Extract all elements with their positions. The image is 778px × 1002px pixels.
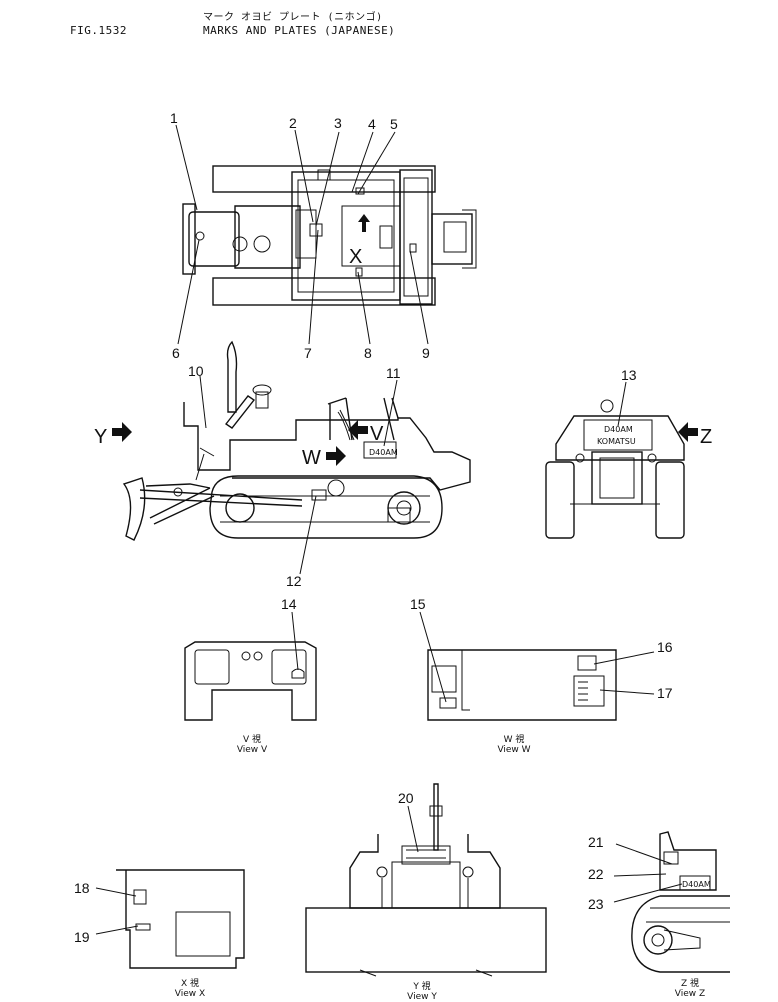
figure-title-japanese: マーク オヨビ プレート (ニホンゴ) bbox=[203, 12, 383, 23]
view-v-marker: V bbox=[370, 423, 384, 445]
callout-15: 15 bbox=[410, 596, 426, 612]
callout-23: 23 bbox=[588, 896, 604, 912]
view-y-drawing bbox=[305, 783, 547, 977]
side-view-drawing: D40AM bbox=[122, 340, 471, 541]
leader-18 bbox=[95, 887, 137, 897]
side-view-leaders bbox=[199, 375, 398, 575]
leader-16 bbox=[593, 651, 655, 665]
figure-title: MARKS AND PLATES (JAPANESE) bbox=[203, 24, 396, 37]
callout-10: 10 bbox=[188, 363, 204, 379]
leader-15 bbox=[419, 611, 447, 703]
view-v-caption: V 視 View V bbox=[222, 735, 282, 755]
callout-18: 18 bbox=[74, 880, 90, 896]
view-y-arrow bbox=[112, 422, 132, 442]
callout-22: 22 bbox=[588, 866, 604, 882]
top-view-leaders bbox=[175, 124, 429, 345]
callout-16: 16 bbox=[657, 639, 673, 655]
callout-11: 11 bbox=[386, 365, 401, 381]
view-w-caption-jp: W 視 bbox=[503, 735, 525, 745]
leader-17 bbox=[599, 689, 655, 695]
view-y-marker: Y bbox=[94, 426, 107, 448]
leader-14 bbox=[291, 611, 299, 671]
callout-21: 21 bbox=[588, 834, 604, 850]
callout-4: 4 bbox=[368, 116, 376, 132]
view-z-caption-jp: Z 視 bbox=[680, 979, 700, 989]
view-z-marker: Z bbox=[700, 426, 712, 448]
view-z-plate-model: D40AM bbox=[682, 880, 711, 889]
view-z-caption: Z 視 View Z bbox=[660, 979, 720, 999]
view-y-caption-jp: Y 視 bbox=[413, 982, 431, 992]
callout-13: 13 bbox=[621, 367, 637, 383]
view-v-caption-jp: V 視 bbox=[242, 735, 262, 745]
leader-19 bbox=[95, 925, 139, 935]
front-view-drawing bbox=[545, 399, 685, 539]
callout-12: 12 bbox=[286, 573, 302, 589]
callout-17: 17 bbox=[657, 685, 673, 701]
view-z-caption-en: View Z bbox=[674, 989, 706, 999]
view-w-drawing bbox=[427, 649, 617, 721]
callout-19: 19 bbox=[74, 929, 90, 945]
top-view-drawing bbox=[182, 165, 477, 306]
view-w-marker: W bbox=[302, 447, 321, 469]
view-w-arrow bbox=[326, 446, 346, 466]
view-y-caption: Y 視 View Y bbox=[392, 982, 452, 1002]
view-x-caption-en: View X bbox=[174, 989, 206, 999]
callout-9: 9 bbox=[422, 345, 430, 361]
callout-2: 2 bbox=[289, 115, 297, 131]
leader-13 bbox=[617, 381, 627, 427]
callout-8: 8 bbox=[364, 345, 372, 361]
view-w-caption: W 視 View W bbox=[484, 735, 544, 755]
leader-20 bbox=[407, 805, 419, 853]
callout-5: 5 bbox=[390, 116, 398, 132]
leader-22 bbox=[613, 873, 667, 877]
callout-14: 14 bbox=[281, 596, 297, 612]
front-plate-brand: KOMATSU bbox=[597, 437, 636, 446]
view-v-caption-en: View V bbox=[236, 745, 268, 755]
view-v-drawing bbox=[184, 641, 317, 721]
leader-23 bbox=[613, 883, 683, 903]
callout-3: 3 bbox=[334, 115, 342, 131]
front-plate-model: D40AM bbox=[604, 425, 633, 434]
view-x-drawing bbox=[116, 869, 245, 969]
side-plate-model: D40AM bbox=[369, 448, 398, 457]
callout-7: 7 bbox=[304, 345, 312, 361]
callout-6: 6 bbox=[172, 345, 180, 361]
view-x-marker: X bbox=[349, 246, 362, 268]
view-w-caption-en: View W bbox=[497, 745, 531, 755]
view-x-caption: X 視 View X bbox=[160, 979, 220, 999]
view-x-caption-jp: X 視 bbox=[180, 979, 200, 989]
callout-1: 1 bbox=[170, 110, 178, 126]
view-v-arrow bbox=[348, 420, 368, 440]
view-z-drawing bbox=[631, 831, 730, 973]
leader-21 bbox=[615, 843, 673, 865]
view-y-caption-en: View Y bbox=[407, 992, 437, 1002]
view-z-arrow bbox=[678, 422, 698, 442]
figure-code: FIG.1532 bbox=[70, 24, 127, 37]
callout-20: 20 bbox=[398, 790, 414, 806]
